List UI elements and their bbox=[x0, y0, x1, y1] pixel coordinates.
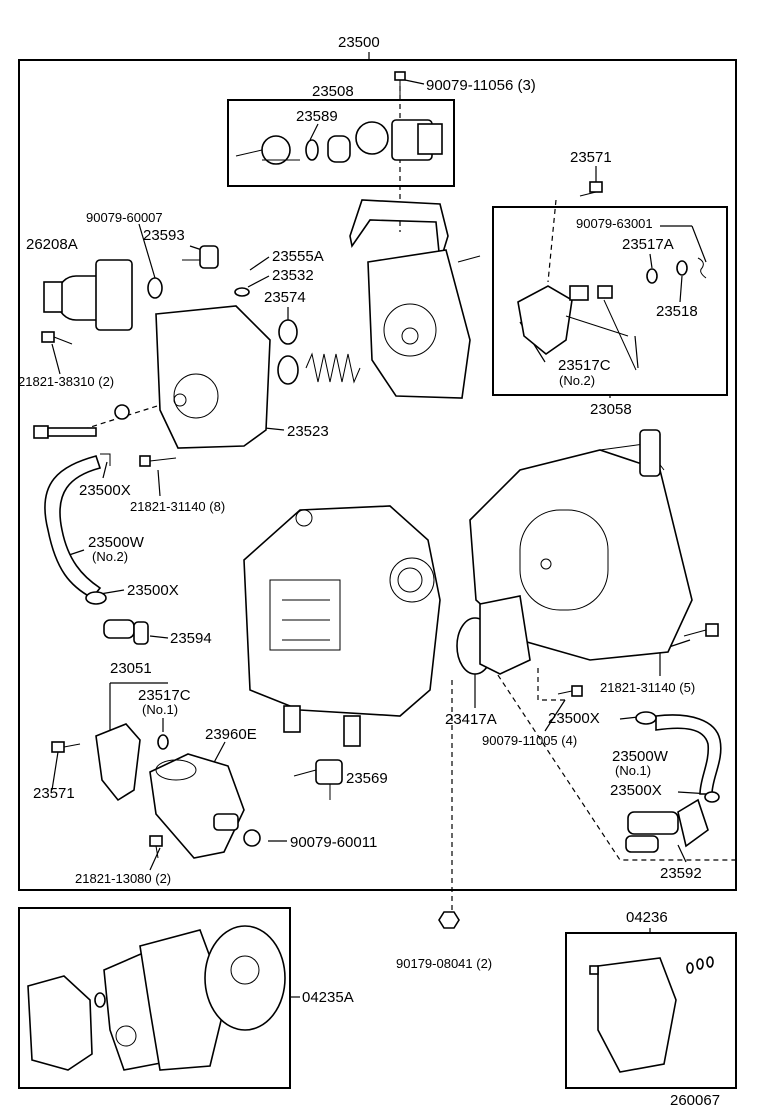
part-23508-valve bbox=[235, 119, 443, 165]
label-23555A: 23555A bbox=[272, 248, 324, 265]
part-23051-bracket bbox=[95, 723, 169, 802]
label-23571-top: 23571 bbox=[570, 149, 612, 166]
part-23960E-valve bbox=[149, 753, 245, 859]
washer-90079-60011 bbox=[243, 829, 261, 847]
seal-23574b bbox=[277, 355, 299, 385]
nut-90179-08041 bbox=[438, 911, 460, 929]
main-assembly-box bbox=[18, 59, 737, 891]
label-90079-11005: 90079-11005 (4) bbox=[482, 733, 577, 748]
subassembly-box-23058 bbox=[492, 206, 728, 396]
label-23417A: 23417A bbox=[445, 711, 497, 728]
bolt-90079-11056 bbox=[394, 71, 406, 96]
label-23593: 23593 bbox=[143, 227, 185, 244]
label-23517A: 23517A bbox=[622, 236, 674, 253]
label-23517C-bot-sub: (No.1) bbox=[142, 702, 178, 717]
label-23592: 23592 bbox=[660, 865, 702, 882]
label-04235A: 04235A bbox=[302, 989, 354, 1006]
label-23500X-b: 23500X bbox=[127, 582, 179, 599]
kit-box-04235A bbox=[18, 907, 291, 1089]
label-90079-60007: 90079-60007 bbox=[86, 210, 163, 225]
part-23593-fitting bbox=[147, 245, 219, 299]
label-23517C-top-sub: (No.2) bbox=[559, 373, 595, 388]
label-23532: 23532 bbox=[272, 267, 314, 284]
bolt-23571-bot bbox=[51, 741, 81, 753]
label-23500X-d: 23500X bbox=[610, 782, 662, 799]
spring bbox=[305, 352, 361, 384]
label-23960E: 23960E bbox=[205, 726, 257, 743]
label-90179-08041: 90179-08041 (2) bbox=[396, 956, 492, 971]
label-21821-38310: 21821-38310 (2) bbox=[18, 374, 114, 389]
kit-04236-contents bbox=[589, 956, 714, 1073]
label-23518: 23518 bbox=[656, 303, 698, 320]
bolt-21821-38310 bbox=[41, 331, 73, 345]
label-23500: 23500 bbox=[338, 34, 380, 51]
label-23571-bot: 23571 bbox=[33, 785, 75, 802]
label-21821-31140-8: 21821-31140 (8) bbox=[130, 499, 225, 514]
cover-diaphragm-top bbox=[367, 249, 471, 399]
label-90079-63001: 90079-63001 bbox=[576, 216, 653, 231]
bolt-21821-13080 bbox=[149, 835, 163, 859]
label-drawing-number: 260067 bbox=[670, 1092, 720, 1109]
label-23500W-bot: 23500W bbox=[612, 748, 669, 765]
label-23574: 23574 bbox=[264, 289, 306, 306]
part-23569-fitting bbox=[293, 759, 343, 800]
label-90079-11056: 90079-11056 (3) bbox=[426, 77, 536, 94]
bolt-21821-31140-8 bbox=[139, 455, 177, 467]
label-23594: 23594 bbox=[170, 630, 212, 647]
label-23517C-top: 23517C bbox=[558, 357, 611, 374]
label-21821-31140-5: 21821-31140 (5) bbox=[600, 680, 695, 695]
label-23589: 23589 bbox=[296, 108, 338, 125]
part-26208A-solenoid bbox=[43, 259, 133, 331]
label-23523: 23523 bbox=[287, 423, 329, 440]
bolt-90079-11005 bbox=[557, 685, 583, 697]
label-23500W-top: 23500W bbox=[88, 534, 145, 551]
oring-23532 bbox=[234, 287, 250, 297]
label-23500X-c: 23500X bbox=[548, 710, 600, 727]
label-23058: 23058 bbox=[590, 401, 632, 418]
body-23523 bbox=[155, 305, 271, 449]
kit-box-04236 bbox=[565, 932, 737, 1089]
kit-04235A-contents bbox=[27, 925, 286, 1071]
subassembly-box-23508 bbox=[227, 99, 455, 187]
bolt-23571-top bbox=[579, 181, 603, 197]
label-04236: 04236 bbox=[626, 909, 668, 926]
label-23517C-bot: 23517C bbox=[138, 687, 191, 704]
label-23500W-top-sub: (No.2) bbox=[92, 549, 128, 564]
main-regulator-body bbox=[243, 505, 441, 747]
part-23594-fitting bbox=[103, 619, 149, 645]
part-23592-elbow bbox=[625, 798, 709, 853]
bolt-21821-31140-5 bbox=[683, 623, 719, 637]
label-90079-60011: 90079-60011 bbox=[290, 834, 377, 851]
part-23058-lever bbox=[517, 257, 707, 371]
cover-large-right bbox=[469, 429, 693, 661]
bolt-long bbox=[33, 425, 97, 439]
label-23500W-bot-sub: (No.1) bbox=[615, 763, 651, 778]
label-23051: 23051 bbox=[110, 660, 152, 677]
oring-23574 bbox=[278, 319, 298, 345]
label-26208A: 26208A bbox=[26, 236, 78, 253]
hose-23500W-no2 bbox=[44, 455, 102, 600]
label-23569: 23569 bbox=[346, 770, 388, 787]
label-21821-13080: 21821-13080 (2) bbox=[75, 871, 171, 886]
label-23500X-a: 23500X bbox=[79, 482, 131, 499]
label-23508: 23508 bbox=[312, 83, 354, 100]
